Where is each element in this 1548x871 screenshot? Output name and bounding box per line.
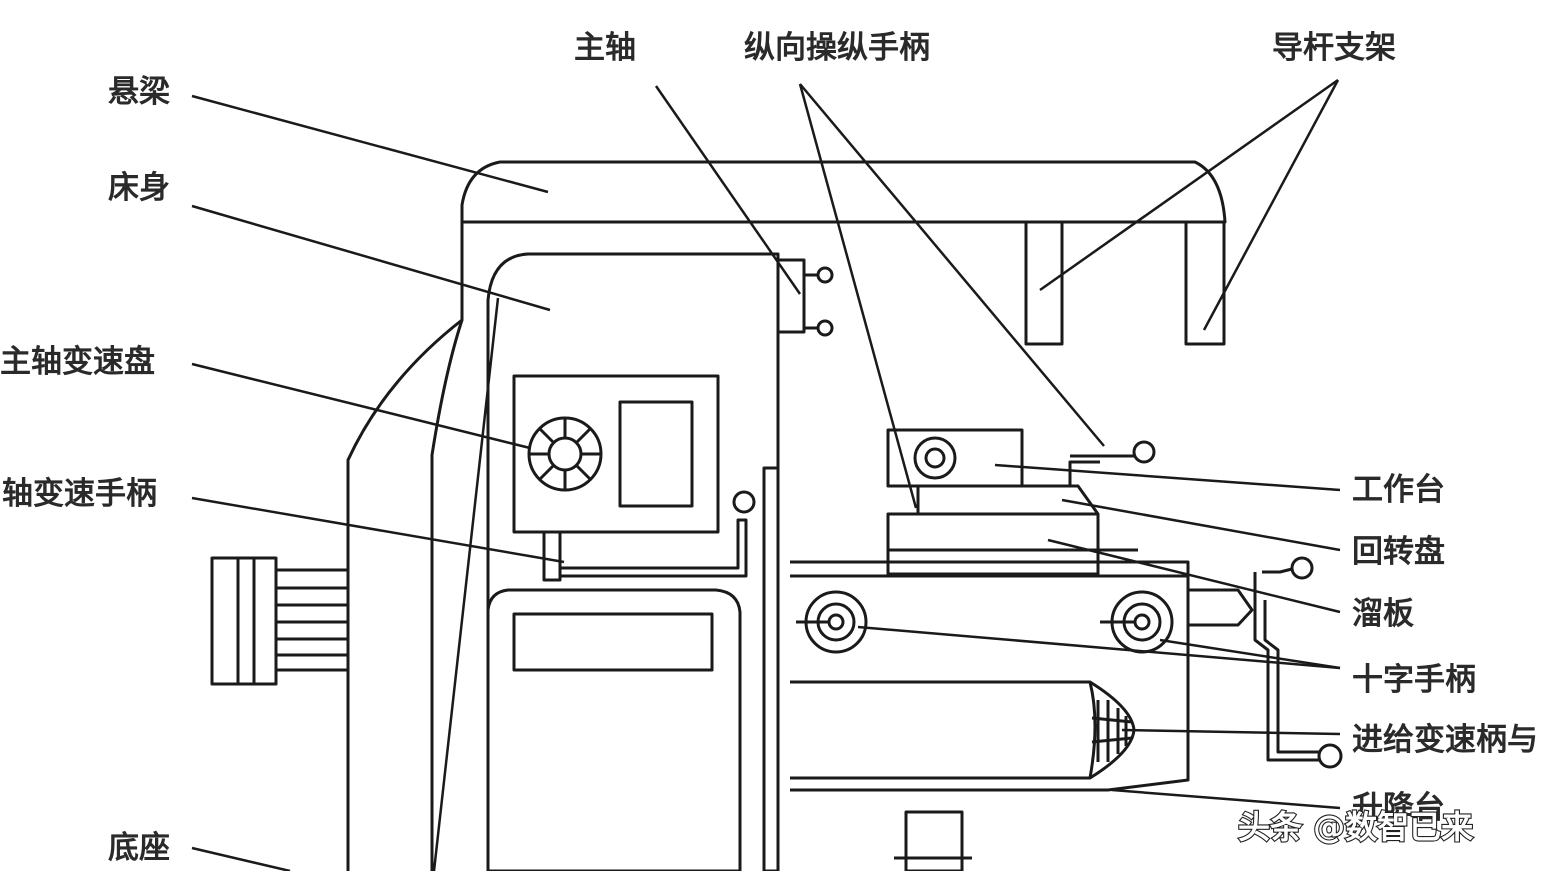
- labels: 悬梁 床身 主轴变速盘 轴变速手柄 底座 主轴 纵向操纵手柄 导杆支架 工作台 …: [0, 30, 1538, 866]
- lifting-screw: [904, 810, 964, 871]
- spindle-lever-knob: [732, 490, 756, 514]
- spindle-knob-top: [816, 266, 834, 284]
- right-ways: [1188, 588, 1254, 627]
- cabinet-door: [486, 588, 742, 871]
- spindle-speed-lever: [542, 532, 562, 582]
- knee-block: [790, 560, 1190, 792]
- column-outer: [346, 222, 464, 871]
- label-knee: 升降台: [1352, 790, 1445, 826]
- cross-handle-right: [1100, 590, 1174, 654]
- feed-dial: [1089, 680, 1136, 780]
- label-worktable: 工作台: [1352, 472, 1445, 508]
- watermark-text: 头条 @数智已来: [1238, 808, 1473, 846]
- label-base: 底座: [108, 830, 170, 866]
- column-front: [486, 252, 780, 871]
- motor-body: [274, 568, 350, 672]
- spindle: [776, 258, 806, 334]
- spindle-knob-bottom: [816, 319, 834, 337]
- label-spindle-speed-lever: 轴变速手柄: [2, 476, 157, 512]
- longitudinal-lever-knob: [1132, 440, 1156, 464]
- leader-lines: [191, 78, 1341, 871]
- cross-handle-left: [796, 590, 868, 654]
- worktable: [886, 428, 1024, 488]
- spindle-speed-dial: [527, 416, 603, 492]
- label-column: 床身: [108, 170, 170, 206]
- label-arbor-support: 导杆支架: [1272, 30, 1396, 66]
- overarm: [460, 160, 1227, 224]
- label-feed-speed-lever: 进给变速柄与: [1352, 722, 1538, 758]
- label-spindle: 主轴: [574, 30, 636, 66]
- column-inner: [430, 319, 464, 871]
- machine-drawing: [210, 160, 1343, 871]
- arbor-support-left: [1024, 220, 1064, 346]
- saddle: [886, 512, 1100, 576]
- feed-gearbox: [790, 680, 1097, 780]
- motor-end: [210, 556, 278, 686]
- label-cross-handle: 十字手柄: [1352, 662, 1476, 698]
- arbor-support-right: [1184, 220, 1226, 346]
- speed-panel: [512, 374, 720, 534]
- vertical-way: [762, 466, 780, 871]
- label-overarm: 悬梁: [108, 74, 170, 110]
- speed-panel-window: [618, 400, 694, 508]
- label-longitudinal-lever: 纵向操纵手柄: [744, 30, 930, 66]
- feed-lever-knob: [1317, 743, 1343, 769]
- cabinet-plate: [512, 612, 714, 672]
- swivel-plate: [916, 484, 1100, 515]
- label-spindle-speed-dial: 主轴变速盘: [0, 344, 155, 380]
- label-swivel-plate: 回转盘: [1352, 534, 1445, 570]
- longitudinal-lever: [1068, 454, 1140, 486]
- label-saddle: 溜板: [1352, 596, 1414, 632]
